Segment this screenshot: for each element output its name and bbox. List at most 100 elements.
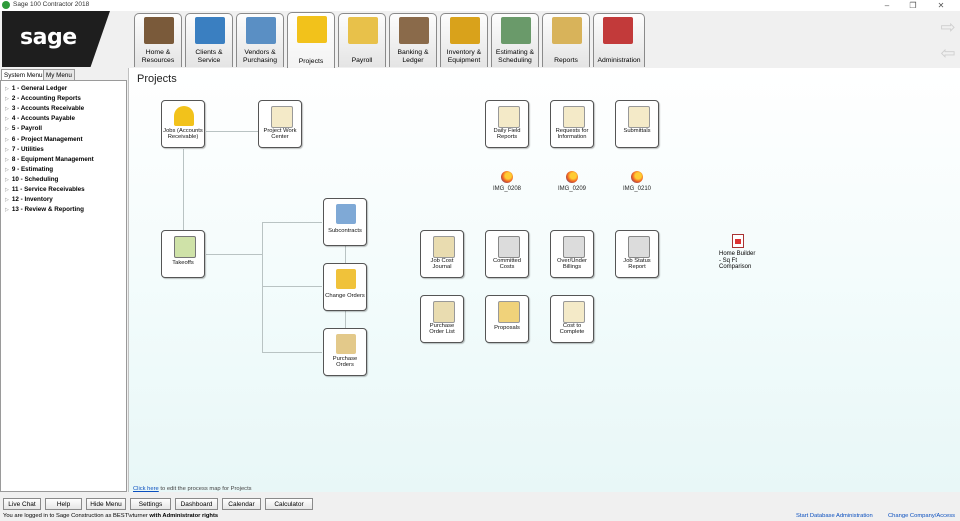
- tab-vendors[interactable]: Vendors & Purchasing: [236, 13, 284, 67]
- job-status-report-node[interactable]: Job Status Report: [615, 230, 659, 278]
- calendar-button[interactable]: Calendar: [222, 498, 261, 510]
- expand-arrow-icon[interactable]: ▷: [5, 146, 9, 153]
- file-link-img-0209[interactable]: IMG_0209: [557, 186, 587, 192]
- edit-process-map-link[interactable]: Click here: [133, 486, 159, 492]
- menu-item[interactable]: ▷4 - Accounts Payable: [5, 114, 75, 124]
- menu-item-label: 12 - Inventory: [11, 196, 53, 204]
- sage-logo: sage: [0, 11, 125, 67]
- menu-item[interactable]: ▷13 - Review & Reporting: [5, 205, 84, 215]
- tab-my-menu[interactable]: My Menu: [43, 69, 75, 81]
- printer-report-icon: [628, 236, 650, 258]
- tab-banking[interactable]: Banking & Ledger: [389, 13, 437, 67]
- takeoffs-node[interactable]: Takeoffs: [161, 230, 205, 278]
- hardhat-icon: [174, 106, 194, 126]
- connector-line: [345, 311, 346, 329]
- connector-line: [183, 149, 184, 231]
- menu-item[interactable]: ▷6 - Project Management: [5, 135, 83, 145]
- minimize-button[interactable]: –: [884, 1, 890, 10]
- dashboard-button[interactable]: Dashboard: [175, 498, 218, 510]
- restore-button[interactable]: ❐: [909, 1, 917, 10]
- settings-button[interactable]: Settings: [130, 498, 171, 510]
- expand-arrow-icon[interactable]: ▷: [5, 166, 9, 173]
- tab-inventory[interactable]: Inventory & Equipment: [440, 13, 488, 67]
- expand-arrow-icon[interactable]: ▷: [5, 136, 9, 143]
- expand-arrow-icon[interactable]: ▷: [5, 96, 9, 103]
- menu-item[interactable]: ▷1 - General Ledger: [5, 84, 67, 94]
- clients-icon: [195, 17, 225, 44]
- change-orders-icon: [336, 269, 356, 289]
- menu-item[interactable]: ▷7 - Utilities: [5, 145, 44, 155]
- start-db-admin-link[interactable]: Start Database Administration: [796, 513, 873, 519]
- firefox-file-icon[interactable]: [631, 171, 643, 183]
- purchase-order-list-node[interactable]: Purchase Order List: [420, 295, 464, 343]
- expand-arrow-icon[interactable]: ▷: [5, 207, 9, 214]
- tab-estimating[interactable]: Estimating & Scheduling: [491, 13, 539, 67]
- help-button[interactable]: Help: [45, 498, 82, 510]
- estimating-icon: [501, 17, 531, 44]
- pdf-file-icon[interactable]: [732, 234, 744, 248]
- status-bar: You are logged in to Sage Construction a…: [0, 512, 960, 521]
- firefox-file-icon[interactable]: [566, 171, 578, 183]
- menu-item-label: 8 - Equipment Management: [11, 155, 94, 163]
- menu-item[interactable]: ▷10 - Scheduling: [5, 175, 58, 185]
- expand-arrow-icon[interactable]: ▷: [5, 187, 9, 193]
- rfi-node[interactable]: Requests for Information: [550, 100, 594, 148]
- expand-arrow-icon[interactable]: ▷: [5, 106, 9, 113]
- menu-item[interactable]: ▷3 - Accounts Receivable: [5, 104, 84, 114]
- forward-arrow-icon[interactable]: ⇨: [940, 17, 956, 37]
- change-company-link[interactable]: Change Company/Access: [888, 513, 956, 519]
- submittals-node[interactable]: Submittals: [615, 100, 659, 148]
- clipboard-pencil-icon: [628, 106, 650, 128]
- clipboard-pencil-icon: [563, 106, 585, 128]
- calculator-button[interactable]: Calculator: [265, 498, 313, 510]
- menu-item[interactable]: ▷2 - Accounting Reports: [5, 94, 81, 104]
- committed-costs-node[interactable]: Committed Costs: [485, 230, 529, 278]
- tab-clients[interactable]: Clients & Service: [185, 13, 233, 67]
- live-chat-button[interactable]: Live Chat: [3, 498, 41, 510]
- journal-icon: [433, 236, 455, 258]
- tab-payroll[interactable]: Payroll: [338, 13, 386, 67]
- hide-menu-button[interactable]: Hide Menu: [86, 498, 126, 510]
- menu-item[interactable]: ▷8 - Equipment Management: [5, 155, 94, 165]
- expand-arrow-icon[interactable]: ▷: [5, 197, 9, 204]
- proposals-node[interactable]: Proposals: [485, 295, 529, 343]
- expand-arrow-icon[interactable]: ▷: [5, 126, 9, 133]
- clipboard-pencil-icon: [271, 106, 293, 128]
- file-link-img-0208[interactable]: IMG_0208: [492, 186, 522, 192]
- cost-to-complete-node[interactable]: Cost to Complete: [550, 295, 594, 343]
- job-cost-journal-node[interactable]: Job Cost Journal: [420, 230, 464, 278]
- over-under-billings-node[interactable]: Over/Under Billings: [550, 230, 594, 278]
- tab-reports[interactable]: Reports: [542, 13, 590, 67]
- menu-item[interactable]: ▷11 - Service Receivables: [5, 185, 85, 195]
- tab-administration[interactable]: Administration: [593, 13, 645, 67]
- tab-label: Payroll: [351, 56, 373, 64]
- jobs-node[interactable]: Jobs (Accounts Receivable): [161, 100, 205, 148]
- menu-item[interactable]: ▷12 - Inventory: [5, 195, 53, 205]
- change-orders-node[interactable]: Change Orders: [323, 263, 367, 311]
- edit-process-map-note: Click here to edit the process map for P…: [133, 486, 252, 492]
- tab-label: Vendors & Purchasing: [242, 49, 277, 64]
- menu-item[interactable]: ▷9 - Estimating: [5, 165, 53, 175]
- connector-line: [345, 246, 346, 264]
- file-link-img-0210[interactable]: IMG_0210: [622, 186, 652, 192]
- expand-arrow-icon[interactable]: ▷: [5, 116, 9, 123]
- window-title: Sage 100 Contractor 2018: [13, 1, 90, 8]
- expand-arrow-icon[interactable]: ▷: [5, 156, 9, 163]
- subcontracts-icon: [336, 204, 356, 224]
- connector-line: [262, 286, 322, 287]
- menu-item[interactable]: ▷5 - Payroll: [5, 124, 42, 134]
- tab-home[interactable]: Home & Resources: [134, 13, 182, 67]
- close-button[interactable]: ✕: [937, 1, 945, 10]
- project-work-center-node[interactable]: Project Work Center: [258, 100, 302, 148]
- expand-arrow-icon[interactable]: ▷: [5, 86, 9, 92]
- subcontracts-node[interactable]: Subcontracts: [323, 198, 367, 246]
- purchase-orders-node[interactable]: Purchase Orders: [323, 328, 367, 376]
- tab-projects[interactable]: Projects: [287, 12, 335, 68]
- pdf-link-label[interactable]: Home Builder - Sq Ft Comparison: [719, 251, 756, 271]
- firefox-file-icon[interactable]: [501, 171, 513, 183]
- expand-arrow-icon[interactable]: ▷: [5, 176, 9, 183]
- vendors-icon: [246, 17, 276, 44]
- daily-field-reports-node[interactable]: Daily Field Reports: [485, 100, 529, 148]
- house-icon: [144, 17, 174, 44]
- back-arrow-icon[interactable]: ⇦: [940, 43, 956, 63]
